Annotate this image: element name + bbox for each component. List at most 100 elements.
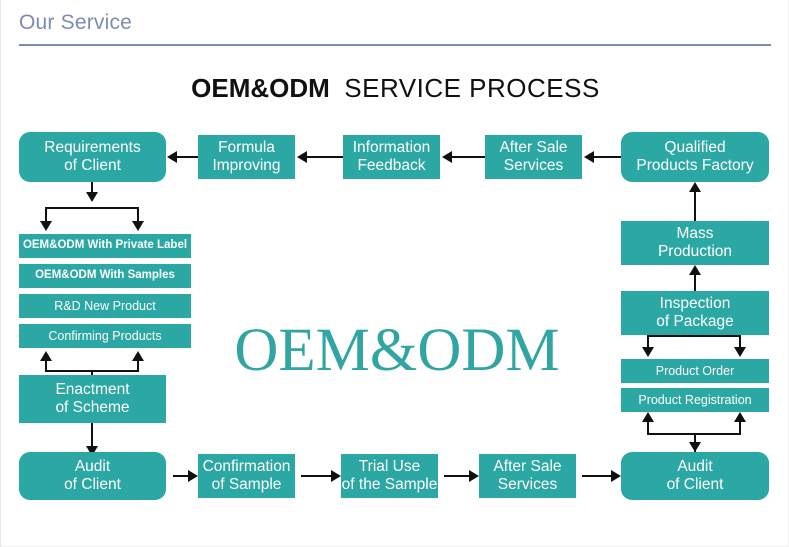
box-information-feedback-line1: Information: [352, 138, 431, 156]
arrowhead-to-after-sale-services-top: [584, 151, 594, 163]
box-inspection-of-package-line1: Inspection: [659, 294, 731, 312]
connector-trialuse-to-aftersale: [444, 475, 469, 477]
box-rd-new-product-text: R&D New Product: [54, 298, 156, 313]
header-divider: [19, 44, 771, 46]
arrowhead-right-merge-left: [642, 412, 654, 422]
box-requirements-of-client-line2: of Client: [64, 157, 121, 174]
box-after-sale-services-top-line2: Services: [503, 157, 564, 174]
box-after-sale-services-bottom-line1: After Sale: [493, 457, 562, 475]
connector-aftersale-to-infofeedback: [452, 156, 485, 158]
box-trial-use-of-the-sample-line2: of the Sample: [341, 476, 438, 493]
connector-requirements-fan-right: [137, 207, 139, 224]
arrowhead-fan-right-left: [642, 347, 654, 357]
box-trial-use-of-the-sample-line1: Trial Use: [358, 457, 421, 475]
connector-qualified-to-aftersale: [594, 156, 621, 158]
arrowhead-to-after-sale-services-bottom: [469, 470, 479, 482]
box-after-sale-services-bottom-line2: Services: [497, 476, 558, 493]
box-audit-of-client-right-line1: Audit: [677, 457, 713, 475]
diagram-title-bold: OEM&ODM: [191, 73, 330, 103]
box-audit-of-client-left-line2: of Client: [64, 476, 121, 493]
page-title: Our Service: [19, 11, 133, 34]
arrowhead-merge-right-up: [132, 351, 144, 361]
box-product-registration[interactable]: Product Registration: [621, 388, 769, 412]
diagram-title-light: SERVICE PROCESS: [344, 73, 600, 103]
connector-enactment-to-audit: [91, 423, 93, 451]
arrowhead-fan-left: [40, 221, 52, 231]
box-requirements-of-client-line1: Requirements: [44, 138, 141, 156]
connector-right-merge-right: [739, 420, 741, 433]
connector-fan-right-left: [647, 335, 649, 349]
connector-merge-right-up: [137, 359, 139, 372]
oem-odm-watermark: OEM&ODM: [234, 317, 560, 384]
box-oem-odm-private-label[interactable]: OEM&ODM With Private Label: [19, 234, 191, 258]
box-product-registration-text: Product Registration: [638, 392, 752, 407]
box-confirmation-of-sample-line1: Confirmation: [202, 457, 291, 475]
connector-requirements-fan-left: [45, 207, 47, 224]
arrowhead-to-qualified-products-factory: [689, 182, 701, 192]
arrowhead-to-mass-production: [689, 265, 701, 275]
arrowhead-requirements-stem: [86, 192, 98, 202]
connector-fan-right-bar: [647, 335, 741, 337]
box-formula-improving-line2: Improving: [212, 157, 281, 174]
arrowhead-to-audit-of-client-right-top: [689, 442, 701, 452]
box-product-order[interactable]: Product Order: [621, 359, 769, 383]
arrowhead-to-formula: [297, 151, 307, 163]
box-audit-of-client-right-line2: of Client: [666, 476, 724, 493]
box-confirming-products[interactable]: Confirming Products: [19, 324, 191, 348]
box-after-sale-services-top-line1: After Sale: [499, 138, 568, 156]
arrowhead-fan-right-right: [734, 347, 746, 357]
box-product-order-text: Product Order: [655, 363, 735, 378]
connector-formula-to-requirements: [177, 156, 198, 158]
connector-right-merge-bar: [647, 433, 741, 435]
connector-requirements-stem: [91, 182, 93, 195]
connector-mass-to-qualified: [694, 190, 696, 221]
connector-infofeedback-to-formula: [307, 156, 343, 158]
box-qualified-products-factory-line2: Products Factory: [636, 157, 754, 174]
connector-inspection-to-mass: [694, 273, 696, 291]
box-oem-odm-with-samples[interactable]: OEM&ODM With Samples: [19, 264, 191, 288]
arrowhead-to-audit-of-client-right: [611, 470, 621, 482]
box-oem-odm-private-label-text: OEM&ODM With Private Label: [22, 239, 188, 252]
box-mass-production-line2: Production: [657, 243, 733, 260]
box-qualified-products-factory-line1: Qualified: [664, 138, 726, 156]
arrowhead-to-requirements: [167, 151, 177, 163]
connector-right-merge-left: [647, 420, 649, 433]
arrowhead-to-information-feedback: [442, 151, 452, 163]
arrowhead-fan-right: [132, 221, 144, 231]
box-mass-production-line1: Mass: [676, 224, 714, 242]
box-inspection-of-package-line2: of Package: [656, 313, 734, 330]
arrowhead-to-confirmation-of-sample: [188, 470, 198, 482]
box-rd-new-product[interactable]: R&D New Product: [19, 294, 191, 318]
box-enactment-of-scheme-line2: of Scheme: [55, 399, 130, 416]
connector-auditleft-to-confirmation: [173, 475, 188, 477]
connector-aftersale-to-auditright: [582, 475, 611, 477]
diagram-title: OEM&ODM SERVICE PROCESS: [1, 73, 788, 104]
arrowhead-right-merge-right: [734, 412, 746, 422]
box-audit-of-client-left-line1: Audit: [74, 457, 111, 475]
connector-fan-right-right: [739, 335, 741, 349]
arrowhead-to-audit-left: [86, 446, 98, 456]
connector-requirements-fan-bar: [45, 207, 139, 209]
box-information-feedback-line2: Feedback: [357, 157, 426, 174]
box-confirming-products-text: Confirming Products: [48, 328, 162, 343]
arrowhead-to-trial-use: [331, 470, 341, 482]
box-formula-improving-line1: Formula: [218, 138, 275, 156]
arrowhead-merge-left-up: [40, 351, 52, 361]
box-confirmation-of-sample-line2: of Sample: [211, 476, 282, 493]
process-diagram: OEM&ODM SERVICE PROCESS OEM&ODM Requirem…: [1, 48, 788, 546]
connector-merge-left-up: [45, 359, 47, 372]
